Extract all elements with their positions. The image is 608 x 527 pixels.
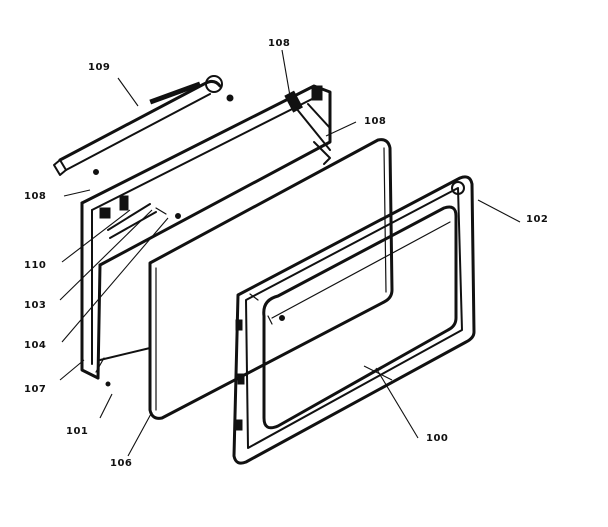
leader-lines [59, 49, 521, 457]
label-109: 109 [88, 62, 111, 73]
label-108-left: 108 [24, 191, 47, 202]
label-108-right: 108 [364, 116, 387, 127]
label-104: 104 [24, 340, 47, 351]
label-106: 106 [110, 458, 133, 469]
label-100: 100 [426, 433, 449, 444]
label-108-top: 108 [268, 38, 291, 49]
glass-panel [148, 138, 394, 420]
label-101: 101 [66, 426, 89, 437]
door-frame-back [80, 84, 332, 387]
label-110: 110 [24, 260, 47, 271]
label-102: 102 [526, 214, 549, 225]
top-trim-strip [53, 75, 223, 176]
label-107: 107 [24, 384, 47, 395]
door-front-frame [232, 175, 476, 465]
label-103: 103 [24, 300, 47, 311]
strip-screws [93, 94, 234, 175]
